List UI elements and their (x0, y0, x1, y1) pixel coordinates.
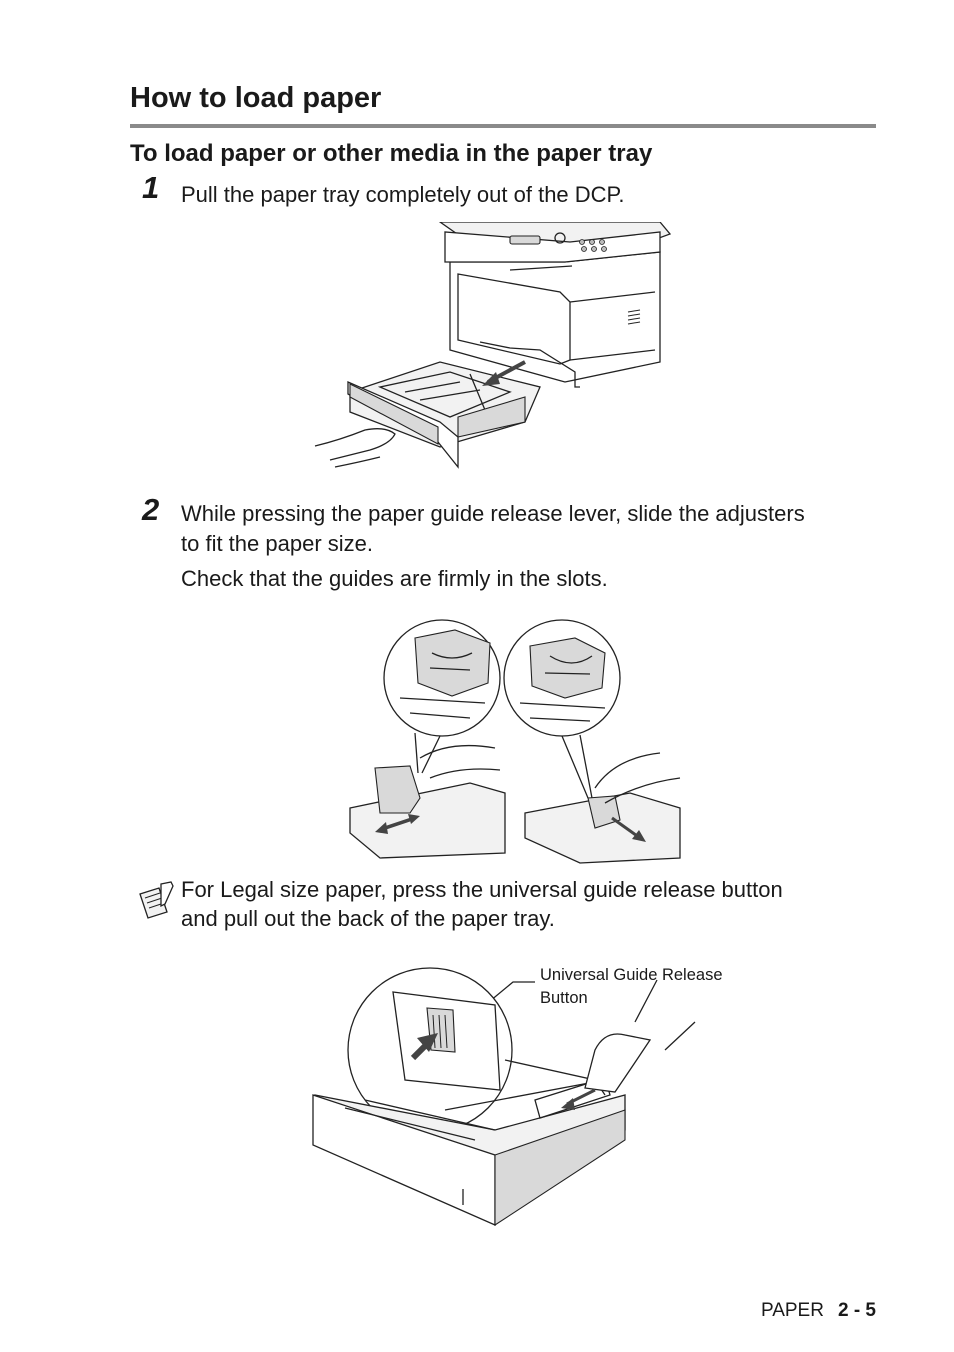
footer-chapter: PAPER (760, 1300, 824, 1321)
note-pencil-icon (139, 881, 174, 919)
callout-label-line-1: Universal Guide Release (540, 966, 723, 984)
step-2-check-text: Check that the guides are firmly in the … (181, 566, 608, 591)
page-footer: PAPER 2 - 5 (761, 1300, 876, 1322)
figure-pull-out-tray (314, 222, 672, 469)
step-2-text-line-1: While pressing the paper guide release l… (181, 501, 805, 526)
note-text-line-2: and pull out the back of the paper tray. (181, 906, 555, 931)
figure-universal-guide-release (312, 967, 696, 1227)
step-1-number: 1 (142, 170, 160, 205)
callout-label-line-2: Button (540, 989, 588, 1007)
section-rule (130, 124, 876, 128)
section-title: How to load paper (130, 82, 382, 114)
subsection-title: To load paper or other media in the pape… (130, 140, 653, 167)
step-2-text-line-2: to fit the paper size. (181, 531, 373, 556)
note-text-line-1: For Legal size paper, press the universa… (181, 877, 783, 902)
footer-page-number: 2 - 5 (837, 1300, 876, 1321)
figure-slide-adjusters (349, 619, 681, 864)
step-1-text: Pull the paper tray completely out of th… (181, 182, 625, 207)
step-2-number: 2 (142, 492, 160, 527)
